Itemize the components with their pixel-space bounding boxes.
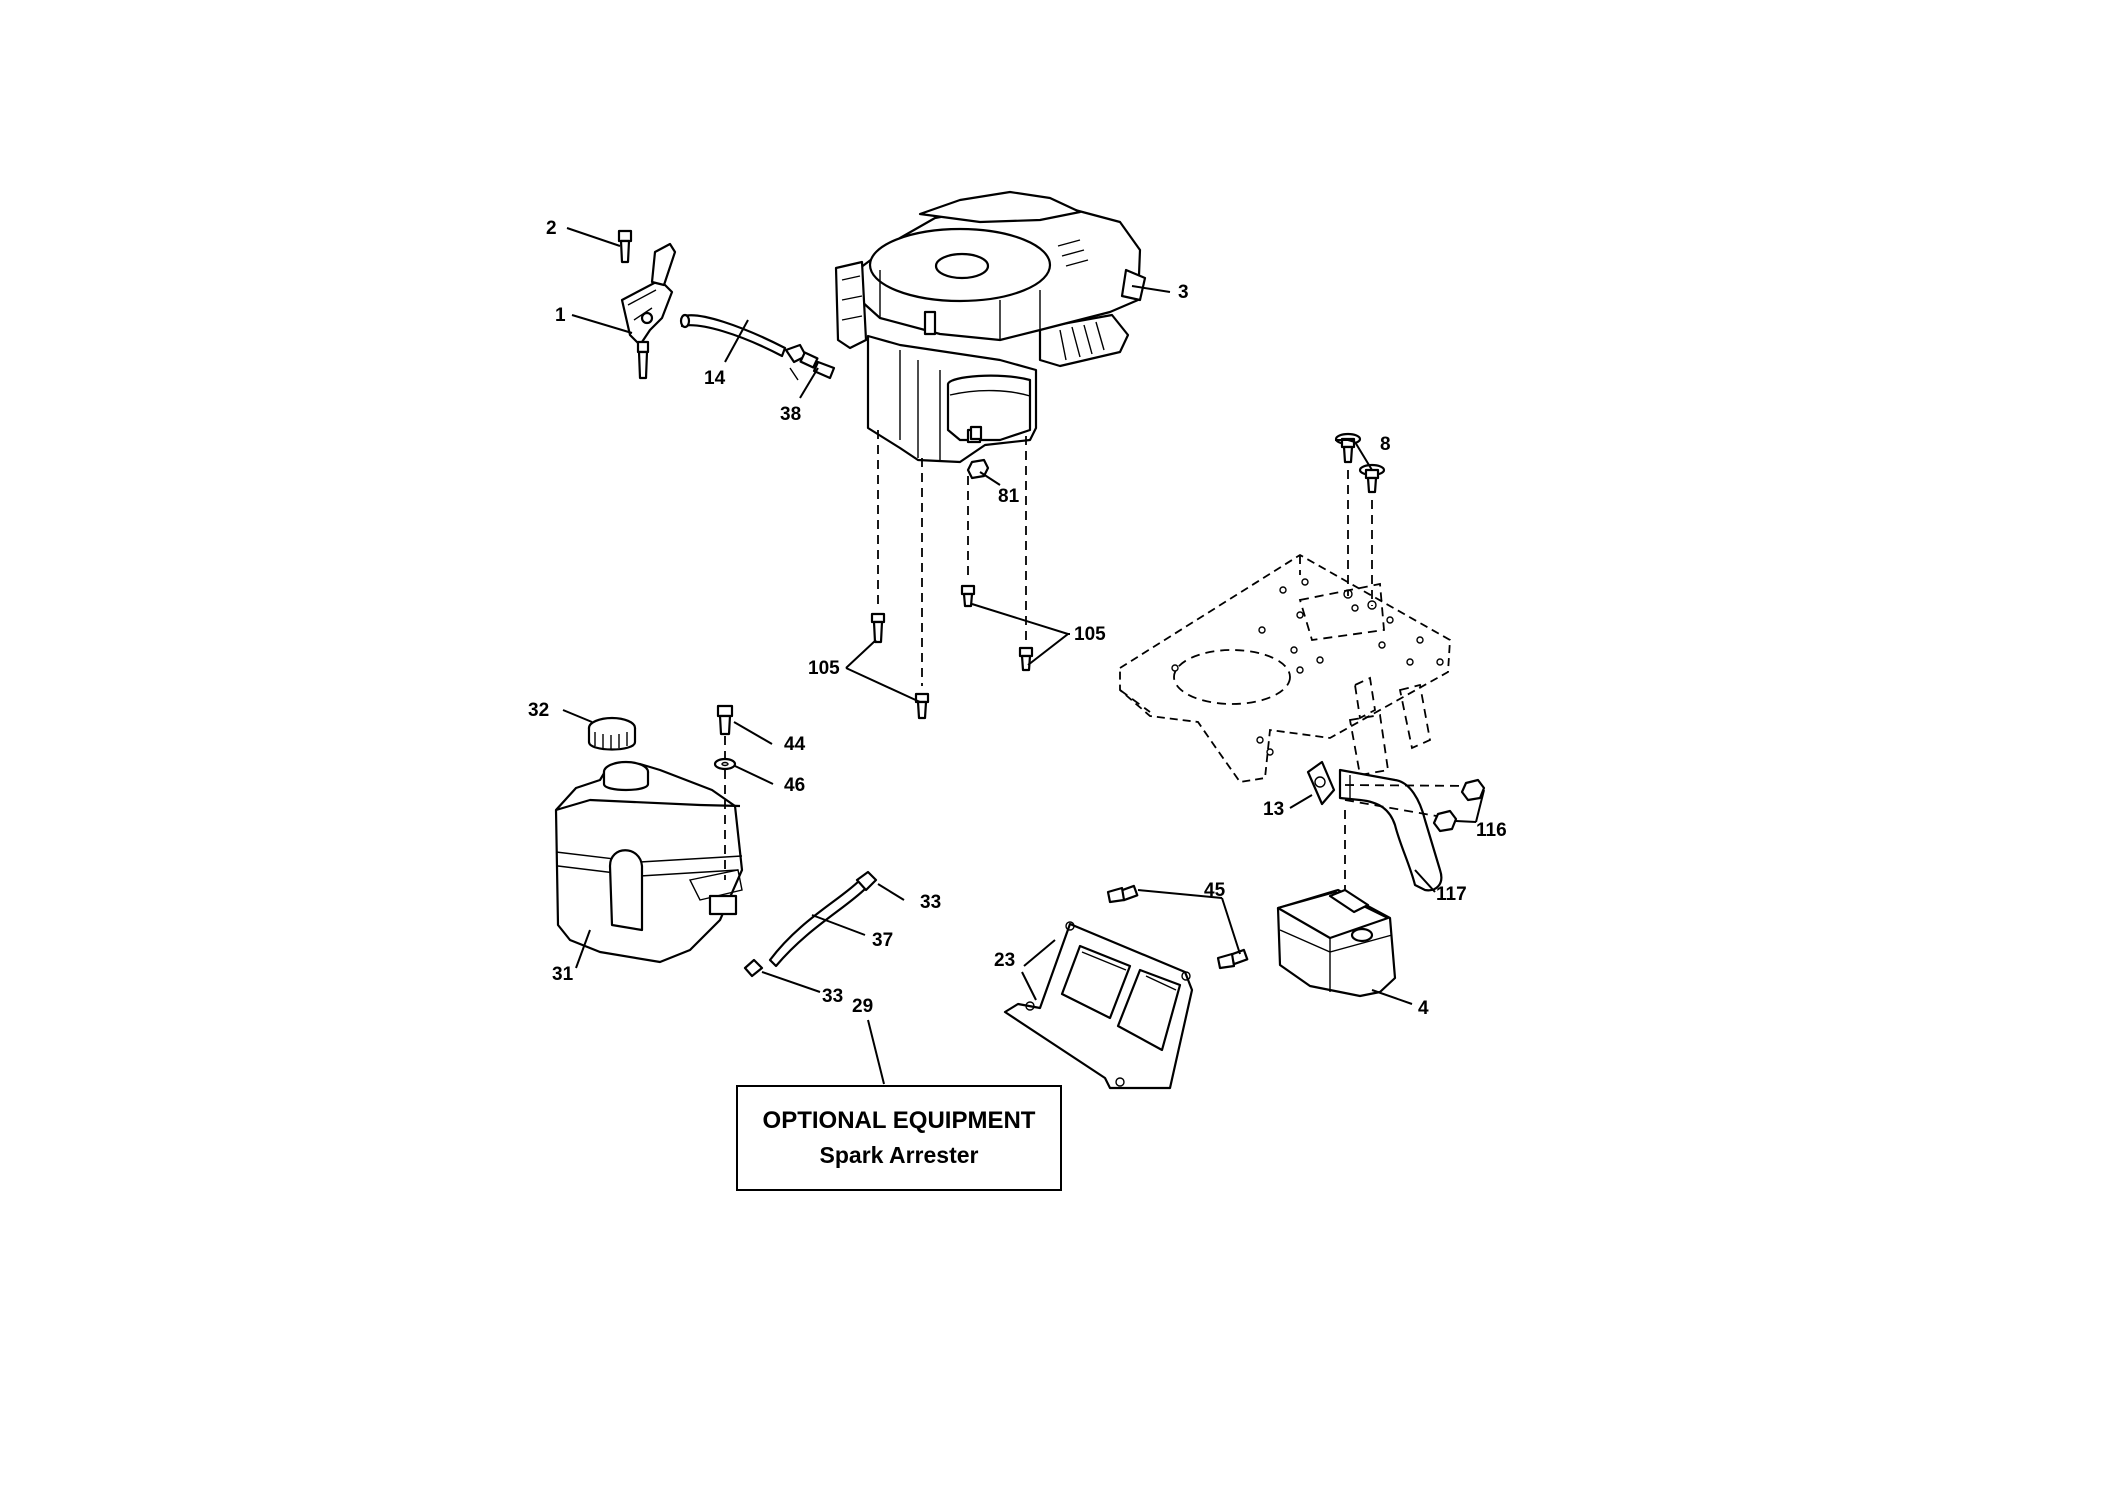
clamp-33-part <box>855 870 878 892</box>
fuel-tank-31-part <box>554 760 744 964</box>
callout-37: 37 <box>872 930 893 951</box>
throttle-control-part <box>620 242 677 347</box>
bolt-8-part <box>1334 432 1362 464</box>
muffler-dash-line <box>1344 784 1476 787</box>
washer-46-part <box>713 757 737 771</box>
callout-81: 81 <box>998 486 1020 507</box>
bolt-105-part <box>1018 646 1034 672</box>
optional-equipment-box: OPTIONAL EQUIPMENT Spark Arrester <box>736 1085 1062 1191</box>
callout-2: 2 <box>546 218 557 239</box>
clamp-33-part <box>743 958 764 978</box>
callout-45: 45 <box>1204 880 1226 901</box>
callout-117: 117 <box>1436 884 1467 905</box>
screw-2-part <box>617 229 633 264</box>
callout-32: 32 <box>528 700 549 721</box>
frame-part <box>1119 553 1451 783</box>
callout-3: 3 <box>1178 282 1189 303</box>
bolt-105-part <box>960 584 976 608</box>
callout-116: 116 <box>1476 820 1507 841</box>
callout-38: 38 <box>780 404 801 425</box>
callout-29: 29 <box>852 996 873 1017</box>
callout-33-top: 33 <box>920 892 941 913</box>
nut-116-part <box>1432 809 1458 833</box>
optional-equipment-title: OPTIONAL EQUIPMENT <box>762 1107 1036 1134</box>
screw-44-part <box>716 704 734 736</box>
bolt-105-part <box>870 612 886 644</box>
engine-part <box>834 190 1147 464</box>
bolt-1-part <box>636 340 650 380</box>
fuel-filter-38-part <box>784 343 836 381</box>
exhaust-pipe-117-part <box>1338 768 1443 892</box>
callout-23: 23 <box>994 950 1015 971</box>
fuel-line-37-part <box>768 878 868 968</box>
callout-13: 13 <box>1263 799 1284 820</box>
callout-14: 14 <box>704 368 726 389</box>
bolt-105-part <box>914 692 930 720</box>
callout-31: 31 <box>552 964 574 985</box>
nut-116-part <box>1460 778 1486 802</box>
callout-8: 8 <box>1380 434 1391 455</box>
fuel-cap-32-part <box>587 716 637 751</box>
callout-105-left: 105 <box>808 658 840 679</box>
fuel-line-14-part <box>679 313 787 358</box>
callout-46: 46 <box>784 775 805 796</box>
leader-lines <box>562 227 1485 1085</box>
screw-45-part <box>1106 884 1139 904</box>
callout-44: 44 <box>784 734 806 755</box>
screw-45-part <box>1216 948 1249 970</box>
callout-33-bottom: 33 <box>822 986 843 1007</box>
callout-1: 1 <box>555 305 566 326</box>
heat-shield-23-part <box>1003 921 1194 1090</box>
gasket-13-part <box>1306 760 1336 806</box>
callout-labels: 2 1 3 14 38 81 8 105 105 32 44 46 13 116… <box>528 218 1507 1019</box>
callout-105-right: 105 <box>1074 624 1106 645</box>
muffler-4-part <box>1276 888 1397 998</box>
spark-arrester-label: Spark Arrester <box>819 1142 979 1168</box>
callout-4: 4 <box>1418 998 1429 1019</box>
muffler-dash-line <box>1344 799 1449 819</box>
